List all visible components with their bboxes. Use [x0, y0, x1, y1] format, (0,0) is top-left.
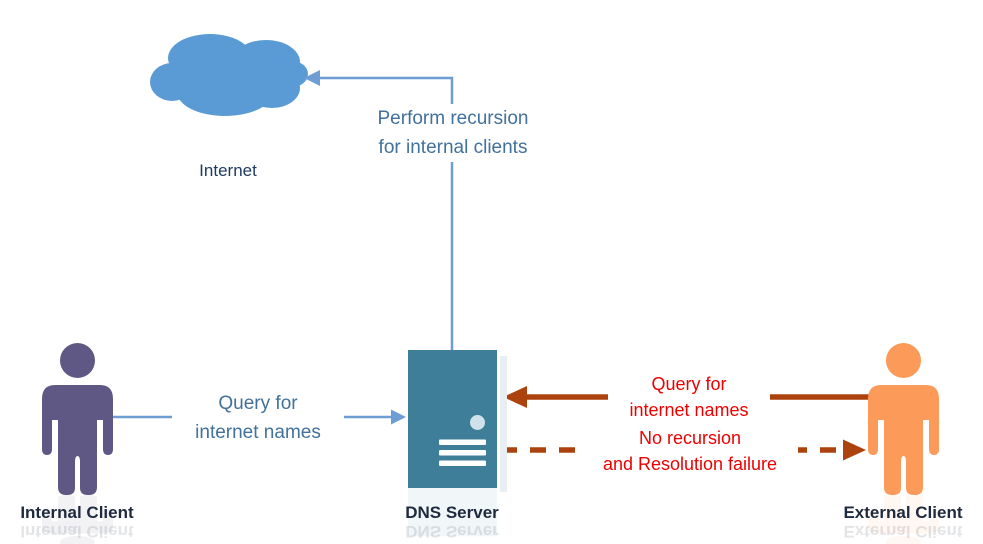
failure-label-line2: and Resolution failure: [602, 454, 778, 474]
internal-query-label-line1: Query for: [218, 393, 298, 414]
failure-arrowhead-icon: [843, 439, 866, 461]
recursion-label-line2: for internal clients: [378, 137, 528, 158]
recursion-label-line1: Perform recursion: [377, 108, 529, 129]
failure-edge-label: No recursion and Resolution failure: [582, 425, 798, 477]
external-query-label-line1: Query for: [651, 374, 727, 394]
cloud-puff: [276, 61, 308, 87]
internal-client-node-label: Internal Client Internal Client: [0, 503, 157, 541]
internal-client-label-reflection: Internal Client: [20, 522, 134, 541]
internal-query-label-line2: internet names: [195, 422, 321, 443]
dns-server-label-text: DNS Server: [405, 503, 499, 522]
failure-label-line1: No recursion: [638, 428, 742, 448]
external-person-figure: [868, 342, 939, 495]
external-client-node-label: External Client External Client: [823, 503, 983, 541]
server-reflection: [408, 487, 497, 537]
recursion-arrow-line: [319, 76, 454, 350]
external-query-label-line2: internet names: [629, 400, 749, 420]
internal-query-edge-label: Query for internet names: [172, 389, 344, 447]
external-client-label-text: External Client: [843, 503, 963, 522]
dns-server-node-label: DNS Server DNS Server: [372, 503, 532, 541]
server-vent-bar: [439, 450, 486, 456]
internet-node-label: Internet: [199, 161, 257, 180]
recursion-edge-label: Perform recursion for internal clients: [345, 104, 561, 162]
external-query-arrowhead-icon: [503, 386, 527, 408]
external-query-edge-label: Query for internet names: [608, 371, 770, 423]
server-vent-bar: [439, 439, 486, 445]
recursion-arrowhead-icon: [304, 70, 320, 86]
internal-client-label-text: Internal Client: [20, 503, 134, 522]
recursion-arrow: [319, 76, 454, 350]
external-client-label-reflection: External Client: [843, 522, 963, 541]
server-power-button: [470, 415, 485, 430]
dns-server-icon: [408, 350, 507, 537]
server-vent-bar: [439, 460, 486, 466]
dns-server-label-reflection: DNS Server: [405, 522, 499, 541]
internet-cloud-icon: [150, 34, 308, 116]
internal-person-figure: [42, 342, 113, 495]
server-shadow: [500, 356, 507, 492]
internal-query-arrowhead-icon: [391, 409, 406, 425]
